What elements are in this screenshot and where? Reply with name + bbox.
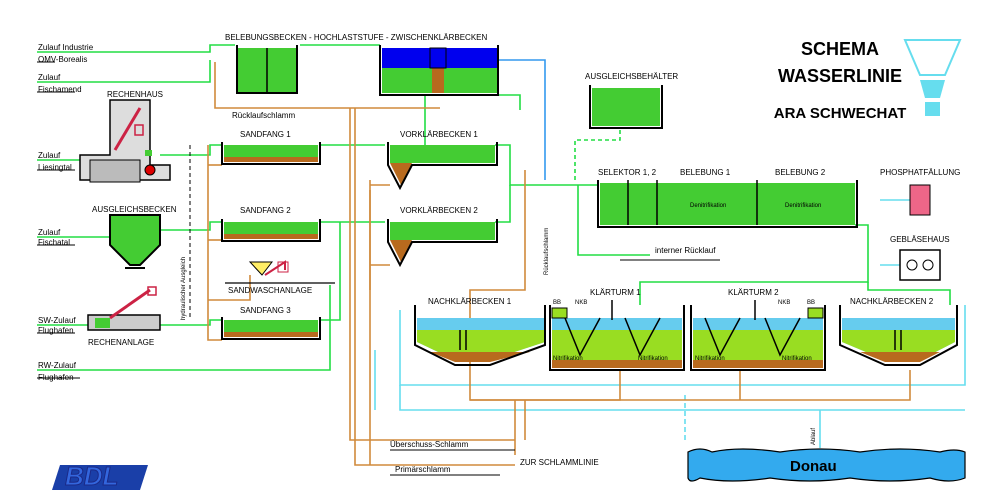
black-lines: [37, 61, 720, 476]
label-liesingtal: Liesingtal: [38, 163, 72, 172]
label-klaerturm-2: KLÄRTURM 2: [728, 288, 779, 297]
title-line-1: SCHEMA: [801, 39, 879, 59]
label-klaerturm-1: KLÄRTURM 1: [590, 288, 641, 297]
label-nachklaer-1: NACHKLÄRBECKEN 1: [428, 297, 512, 306]
blue-pipes: [495, 59, 546, 180]
ausgleichsbehaelter: [589, 85, 663, 129]
klaerturm-2: [690, 300, 826, 371]
title-line-2: WASSERLINIE: [778, 66, 902, 86]
label-belebung-1: BELEBUNG 1: [680, 168, 731, 177]
sandfang-3: [221, 317, 321, 340]
label-rechenhaus: RECHENHAUS: [107, 90, 163, 99]
label-ueberschuss: Überschuss-Schlamm: [390, 440, 469, 449]
label-vorklaer-2: VORKLÄRBECKEN 2: [400, 206, 478, 215]
phosphat-tank: [909, 184, 931, 216]
label-nitri-4: Nitrifikation: [782, 356, 812, 362]
bdl-logo: BDL: [52, 461, 148, 492]
label-zulauf-fischa: Zulauf: [38, 228, 61, 237]
label-primaer: Primärschlamm: [395, 465, 451, 474]
nachklaerbecken-2: [839, 305, 958, 366]
label-belebungsbecken: BELEBUNGSBECKEN - HOCHLASTSTUFE - ZWISCH…: [225, 33, 487, 42]
water-pipes: [37, 44, 951, 371]
sludge-pipes: [207, 62, 911, 466]
label-sw-zulauf: SW-Zulauf: [38, 316, 76, 325]
label-ruecklaufschlamm-1: Rücklaufschlamm: [232, 111, 295, 120]
vorklaerbecken-1: [387, 142, 498, 191]
label-bb-1: BB: [553, 300, 561, 306]
belebungsbecken-hochlast: [236, 45, 298, 94]
klaerturm-1: [549, 300, 685, 371]
label-nitri-3: Nitrifikation: [695, 356, 725, 362]
label-omv-borealis: OMV-Borealis: [38, 55, 87, 64]
svg-text:BDL: BDL: [65, 461, 118, 491]
label-sandfang-2: SANDFANG 2: [240, 206, 291, 215]
title-line-3: ARA SCHWECHAT: [774, 105, 907, 122]
label-denitri-1: Denitrifikation: [690, 203, 726, 209]
label-ausgleichsbecken: AUSGLEICHSBECKEN: [92, 205, 177, 214]
sandfang-2: [221, 219, 321, 242]
label-donau: Donau: [790, 458, 837, 475]
zwischenklaerbecken: [379, 45, 499, 96]
label-fischatal: Fischatal: [38, 238, 70, 247]
label-interner-ruecklauf: interner Rücklauf: [655, 246, 716, 255]
label-geblaese: GEBLÄSEHAUS: [890, 235, 950, 244]
label-nkb-1: NKB: [575, 300, 587, 306]
label-belebung-2: BELEBUNG 2: [775, 168, 826, 177]
label-rw-flughafen: Flughafen: [38, 373, 74, 382]
label-zulauf-liesing: Zulauf: [38, 151, 61, 160]
funnel-icon: [903, 39, 962, 116]
nachklaerbecken-1: [414, 305, 546, 366]
sandfang-1: [221, 142, 321, 165]
label-phosphat: PHOSPHATFÄLLUNG: [880, 168, 960, 177]
label-bb-2: BB: [807, 300, 815, 306]
label-selektor: SELEKTOR 1, 2: [598, 168, 657, 177]
label-nitri-1: Nitrifikation: [553, 356, 583, 362]
sandwaschanlage: [248, 260, 289, 276]
geblaesehaus: [899, 249, 941, 281]
labels: Zulauf Industrie OMV-Borealis Zulauf Fis…: [38, 33, 960, 475]
label-ablauf: Ablauf: [811, 428, 817, 445]
label-rw-zulauf: RW-Zulauf: [38, 361, 77, 370]
belebung: [597, 180, 858, 228]
title-block: SCHEMA WASSERLINIE ARA SCHWECHAT: [774, 39, 907, 122]
label-sandfang-1: SANDFANG 1: [240, 130, 291, 139]
label-nitri-2: Nitrifikation: [638, 356, 668, 362]
label-nkb-2: NKB: [778, 300, 790, 306]
label-denitri-2: Denitrifikation: [785, 203, 821, 209]
rechenhaus: [79, 99, 171, 183]
label-sandfang-3: SANDFANG 3: [240, 306, 291, 315]
label-vorklaer-1: VORKLÄRBECKEN 1: [400, 130, 478, 139]
rechenanlage: [87, 286, 161, 331]
label-rechenanlage: RECHENANLAGE: [88, 338, 154, 347]
label-fischamend: Fischamend: [38, 85, 82, 94]
ausgleichsbecken: [109, 214, 161, 269]
vorklaerbecken-2: [387, 219, 498, 268]
label-zulauf-industrie: Zulauf Industrie: [38, 43, 94, 52]
clear-water-pipes: [374, 199, 966, 448]
label-zulauf-fischamend: Zulauf: [38, 73, 61, 82]
label-sw-flughafen: Flughafen: [38, 326, 74, 335]
label-hydr-ausgleich: hydraulischer Ausgleich: [181, 257, 187, 320]
label-ruecklaufschlamm-2: Rücklaufschlamm: [544, 228, 550, 275]
label-sandwaschanlage: SANDWASCHANLAGE: [228, 286, 312, 295]
label-ausgleichsbehaelter: AUSGLEICHSBEHÄLTER: [585, 72, 678, 81]
label-schlammlinie: ZUR SCHLAMMLINIE: [520, 458, 599, 467]
label-nachklaer-2: NACHKLÄRBECKEN 2: [850, 297, 934, 306]
donau-river: [687, 448, 966, 482]
